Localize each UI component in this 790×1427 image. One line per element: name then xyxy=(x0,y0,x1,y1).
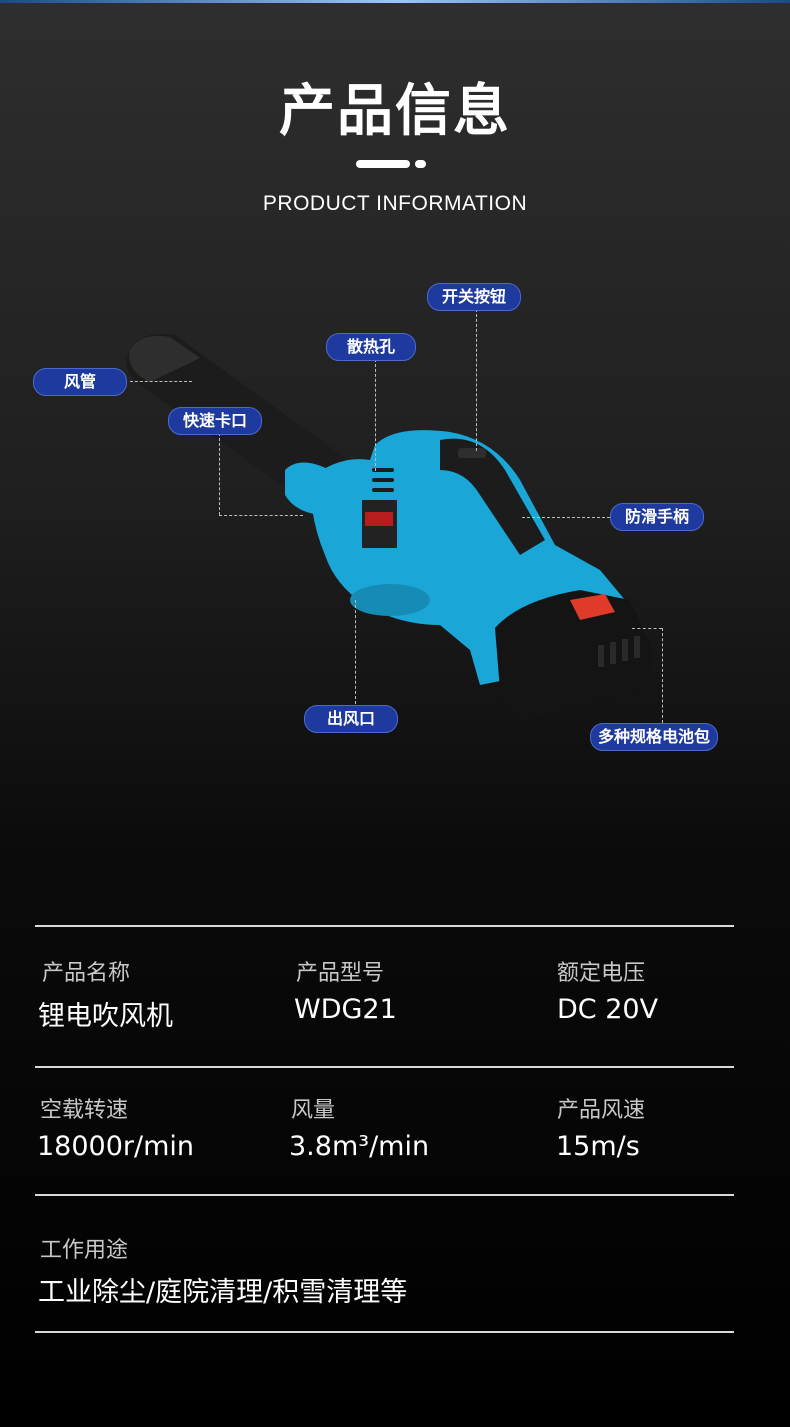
spec-value-air-volume: 3.8m³/min xyxy=(289,1131,430,1162)
leader-grip xyxy=(522,517,610,518)
spec-label-rated-voltage: 额定电压 xyxy=(557,961,646,986)
spec-label-air-speed: 产品风速 xyxy=(557,1098,646,1123)
leader-air-tube xyxy=(130,381,192,382)
spec-value-product-name: 锂电吹风机 xyxy=(38,1001,173,1032)
callout-air-outlet: 出风口 xyxy=(304,705,399,733)
spec-value-rated-voltage: DC 20V xyxy=(557,994,659,1025)
title-underline-long xyxy=(356,160,410,168)
product-figure: 风管 快速卡口 散热孔 开关按钮 防滑手柄 出风口 多种规格电池包 xyxy=(33,283,719,751)
battery-grip-ribs xyxy=(598,636,640,667)
leader-quick-lock-h xyxy=(219,515,303,516)
spec-value-air-speed: 15m/s xyxy=(556,1131,640,1162)
air-outlet-shape xyxy=(350,584,430,616)
callout-anti-slip-grip: 防滑手柄 xyxy=(610,503,705,531)
battery-pack-shape xyxy=(495,590,655,722)
leader-switch xyxy=(476,309,477,451)
spec-value-no-load-speed: 18000r/min xyxy=(37,1131,195,1162)
leader-battery-h xyxy=(632,628,662,629)
leader-heat-vents xyxy=(375,359,376,471)
spec-rule-3 xyxy=(35,1194,734,1196)
page-title: 产品信息 xyxy=(279,79,511,144)
callout-power-switch: 开关按钮 xyxy=(427,283,522,311)
title-underline-dot xyxy=(415,160,426,168)
power-switch-shape xyxy=(458,448,486,458)
leaf-blower-illustration xyxy=(126,334,655,722)
anti-slip-grip-shape xyxy=(440,438,545,555)
spec-label-product-name: 产品名称 xyxy=(42,961,131,986)
callout-heat-vents: 散热孔 xyxy=(326,333,417,361)
battery-release-button xyxy=(570,594,615,620)
spec-label-air-volume: 风量 xyxy=(291,1098,336,1123)
spec-rule-bottom xyxy=(35,1331,734,1333)
callout-quick-lock: 快速卡口 xyxy=(168,407,263,435)
spec-plate-red xyxy=(365,512,393,526)
spec-label-usage: 工作用途 xyxy=(40,1238,129,1263)
callout-battery-pack: 多种规格电池包 xyxy=(590,723,719,751)
leader-quick-lock-v xyxy=(219,433,220,515)
callout-air-tube: 风管 xyxy=(33,368,128,396)
leader-battery-v xyxy=(662,628,663,723)
spec-rule-top xyxy=(35,925,734,927)
spec-label-model: 产品型号 xyxy=(296,961,385,986)
spec-rule-2 xyxy=(35,1066,734,1068)
page-subtitle: PRODUCT INFORMATION xyxy=(262,192,528,215)
spec-label-no-load-speed: 空载转速 xyxy=(40,1098,129,1123)
spec-value-model: WDG21 xyxy=(294,994,397,1025)
air-tube-mouth xyxy=(129,335,200,382)
spec-value-usage: 工业除尘/庭院清理/积雪清理等 xyxy=(38,1277,408,1308)
heat-vent-slots xyxy=(372,468,394,492)
top-accent-strip xyxy=(0,0,790,3)
leader-outlet xyxy=(355,600,356,704)
